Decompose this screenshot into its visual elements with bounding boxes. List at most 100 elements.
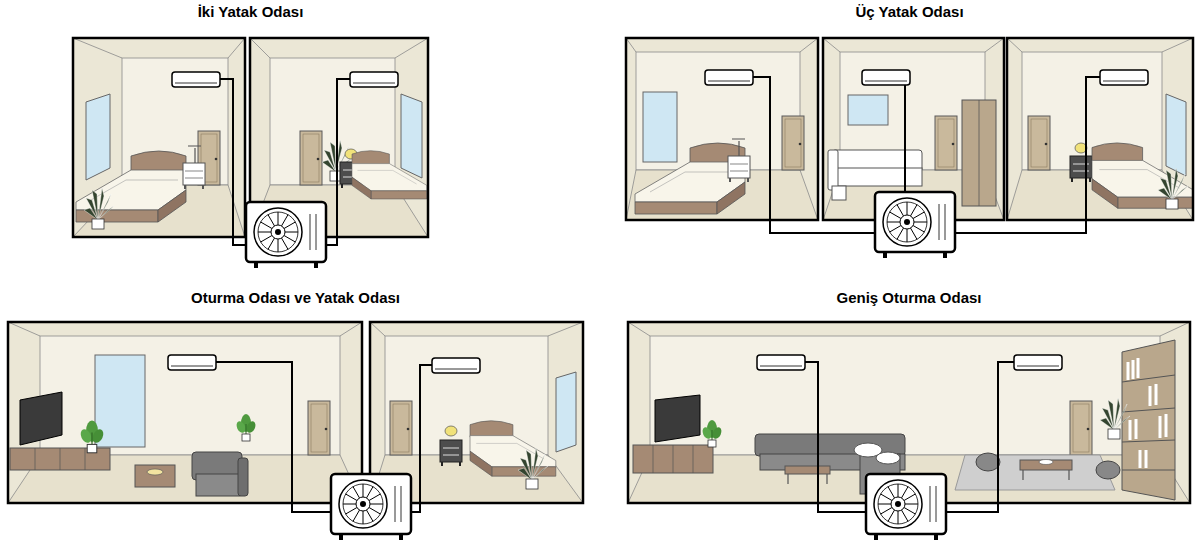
bookshelf (1122, 340, 1175, 500)
wardrobe-part (962, 100, 996, 206)
panel-title: Oturma Odası ve Yatak Odası (8, 286, 583, 307)
room-part (626, 38, 818, 52)
sofa-part (836, 168, 922, 186)
door (1028, 116, 1050, 170)
room-part (1007, 38, 1193, 220)
coffee-table (785, 466, 830, 484)
tv-stand-part (633, 445, 713, 473)
sofa-part (828, 150, 838, 190)
plant (518, 448, 548, 489)
door (782, 116, 804, 170)
bed (76, 151, 186, 222)
outdoor-unit (866, 474, 946, 540)
plant (235, 414, 257, 441)
indoor-unit (172, 72, 220, 87)
indoor-unit (1014, 355, 1062, 370)
coffee-table-part (1039, 460, 1053, 465)
nightstand (183, 163, 205, 189)
room-part (370, 322, 583, 336)
chair (976, 453, 1000, 471)
indoor-unit (432, 358, 480, 373)
door (390, 401, 412, 455)
panel-title: Geniş Oturma Odası (628, 286, 1190, 307)
room-part (8, 322, 362, 336)
door (935, 116, 957, 170)
room (73, 38, 245, 237)
coffee-table-part (788, 474, 827, 484)
window (1166, 94, 1186, 176)
television (20, 392, 62, 445)
outdoor-unit (246, 202, 326, 268)
door (300, 131, 322, 185)
window (643, 92, 677, 162)
room-part (628, 322, 1190, 336)
panel-group: Oturma Odası ve Yatak Odası (8, 286, 583, 540)
indoor-unit (1100, 70, 1148, 85)
room (8, 322, 362, 503)
chair (1096, 461, 1120, 479)
coffee-table-part (1020, 460, 1072, 470)
panel-group: İki Yatak Odası (73, 0, 428, 270)
room (626, 38, 818, 220)
room-part (250, 38, 428, 58)
plant (701, 420, 723, 447)
coffee-table-part (147, 469, 163, 475)
indoor-unit (757, 355, 805, 370)
armchair-part (238, 458, 248, 496)
coffee-table-part (785, 466, 830, 474)
indoor-unit (705, 70, 753, 85)
indoor-unit (168, 355, 216, 370)
wardrobe (962, 100, 996, 206)
window (556, 372, 576, 452)
room-part (1007, 38, 1193, 52)
window (848, 95, 888, 125)
bed (1092, 143, 1193, 208)
desk-lamp (188, 146, 201, 163)
television (655, 395, 700, 442)
sofa-part (832, 186, 846, 200)
panel-title: Üç Yatak Odası (626, 0, 1193, 21)
plant (1158, 168, 1188, 209)
panel-group: Üç Yatak Odası (626, 0, 1193, 258)
room-part (626, 38, 818, 220)
panel-title: İki Yatak Odası (73, 0, 428, 21)
panel-group: Geniş Oturma Odası (628, 286, 1190, 540)
room-part (8, 322, 362, 503)
room-part (626, 38, 818, 220)
tv-stand (633, 445, 713, 473)
room-part (73, 38, 245, 58)
door (1070, 401, 1092, 455)
tv-stand-part (653, 445, 693, 473)
coffee-table-part (135, 465, 175, 487)
desk-lamp (732, 139, 745, 156)
coffee-table-part (1023, 470, 1069, 480)
room-part (823, 38, 1004, 52)
nightstand (440, 440, 462, 466)
outdoor-unit (875, 192, 955, 258)
lamp (445, 426, 457, 436)
room (1007, 38, 1193, 220)
bookshelf-part (1128, 358, 1166, 468)
tv-stand-part (35, 448, 85, 470)
plant (79, 420, 106, 452)
armchair (192, 452, 248, 496)
room-part (73, 38, 245, 237)
plant (1100, 398, 1130, 439)
side-table (876, 452, 900, 464)
window (86, 94, 110, 180)
bookshelf-part (1122, 340, 1175, 500)
room-part (40, 336, 340, 455)
coffee-table (135, 465, 175, 487)
room-part (650, 336, 1160, 455)
room-part (73, 38, 245, 237)
room-part (1007, 38, 1193, 220)
nightstand (728, 156, 750, 182)
bed (470, 421, 556, 476)
plant (84, 188, 114, 229)
nightstand (1070, 156, 1092, 182)
window (401, 94, 422, 178)
indoor-unit (862, 70, 910, 85)
room-part (385, 336, 548, 455)
coffee-table (1020, 460, 1072, 481)
room-part (8, 322, 362, 503)
